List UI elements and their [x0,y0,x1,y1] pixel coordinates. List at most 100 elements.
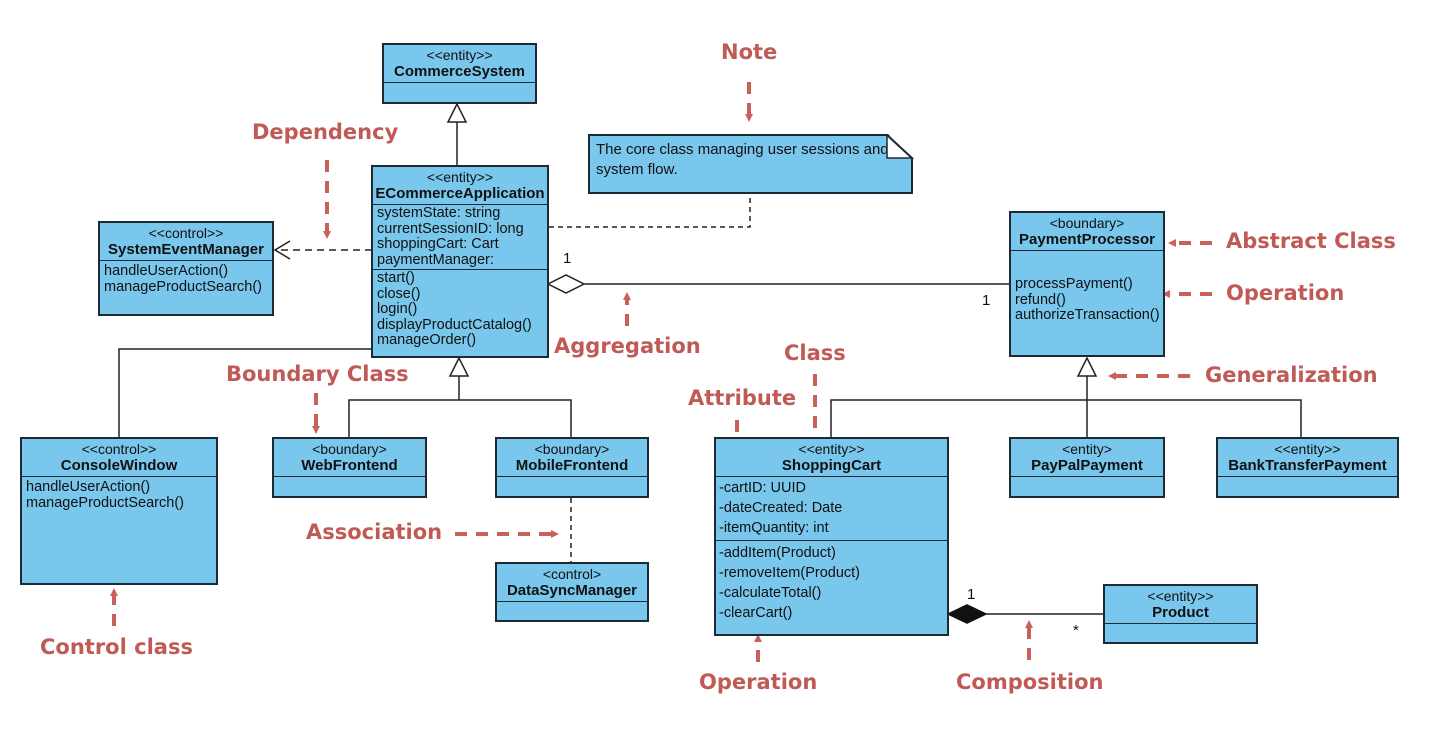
operation: handleUserAction() [26,479,151,495]
callout-boundary-class: Boundary Class [226,362,409,386]
class-stereotype: <control> [542,566,602,582]
multiplicity-aggregation-app: 1 [563,250,572,267]
operation: close() [377,285,421,302]
class-ecommerce-application[interactable]: <<entity>> ECommerceApplication systemSt… [371,165,549,358]
hollow-diamond-icon [546,274,586,294]
class-header: <<entity>> ECommerceApplication [373,167,547,205]
callout-arrows [110,82,1212,662]
note-box[interactable]: The core class managing user sessions an… [588,134,913,194]
operation: authorizeTransaction() [1015,307,1160,323]
class-body [1105,624,1256,636]
class-header: <boundary> PaymentProcessor [1011,213,1163,251]
callout-dependency: Dependency [252,120,399,144]
class-name: PaymentProcessor [1019,231,1155,248]
class-stereotype: <<entity>> [798,441,865,457]
attribute: -itemQuantity: int [719,520,829,536]
operation: -calculateTotal() [719,585,822,601]
note-anchor-line [549,193,751,228]
operation: handleUserAction() [104,263,229,279]
note-text: The core class managing user sessions an… [596,141,889,178]
operation: -addItem(Product) [719,545,836,561]
class-stereotype: <boundary> [312,441,387,457]
callout-note: Note [721,40,778,64]
multiplicity-aggregation-payment: 1 [982,292,991,309]
class-name: DataSyncManager [506,582,638,599]
composition-cart-to-product [946,604,1104,624]
class-stereotype: <<entity>> [426,169,494,185]
callout-operation: Operation [1226,281,1345,305]
callout-abstract-class: Abstract Class [1226,229,1396,253]
callout-generalization: Generalization [1205,363,1378,387]
operation: manageOrder() [377,332,477,348]
class-mobile-frontend[interactable]: <boundary> MobileFrontend [495,437,649,498]
operations-section: start() close() login() displayProductCa… [373,270,547,350]
class-header: <<entity>> CommerceSystem [384,45,535,83]
class-bank-transfer-payment[interactable]: <<entity>> BankTransferPayment [1216,437,1399,498]
operation: -removeItem(Product) [719,565,861,581]
callout-control-class: Control class [40,635,193,659]
operations-section: handleUserAction() manageProductSearch() [100,261,272,296]
generalization-payments-to-processor [830,356,1302,437]
class-body [384,83,535,95]
class-data-sync-manager[interactable]: <control> DataSyncManager [495,562,649,622]
class-header: <boundary> MobileFrontend [497,439,647,477]
operation: manageProductSearch() [26,494,184,511]
hollow-triangle-icon [448,356,470,377]
class-console-window[interactable]: <<control>> ConsoleWindow handleUserActi… [20,437,218,585]
operation: refund() [1015,291,1066,308]
operation: displayProductCatalog() [377,316,532,333]
generalization-frontends-to-app [118,348,572,437]
class-stereotype: <<entity>> [426,47,493,63]
generalization-app-to-system [446,102,468,165]
class-name: PayPalPayment [1031,457,1143,474]
class-header: <<entity>> Product [1105,586,1256,624]
open-arrow-icon [273,240,291,260]
dependency-app-to-event-manager [273,240,372,260]
class-header: <<entity>> BankTransferPayment [1218,439,1397,477]
operations-section: processPayment() refund() authorizeTrans… [1011,251,1163,325]
class-stereotype: <boundary> [534,441,610,457]
class-paypal-payment[interactable]: <entity> PayPalPayment [1009,437,1165,498]
class-body [1011,477,1163,489]
class-shopping-cart[interactable]: <<entity>> ShoppingCart -cartID: UUID -d… [714,437,949,636]
class-payment-processor[interactable]: <boundary> PaymentProcessor processPayme… [1009,211,1165,357]
class-stereotype: <<control>> [148,225,224,241]
class-header: <<control>> SystemEventManager [100,223,272,261]
class-name: BankTransferPayment [1228,457,1387,474]
callout-association: Association [306,520,443,544]
attribute: -cartID: UUID [719,480,806,496]
class-header: <control> DataSyncManager [497,564,647,602]
operation: start() [377,270,415,286]
class-body [1218,477,1397,489]
class-name: WebFrontend [301,457,398,474]
class-body [497,602,647,614]
attribute: shoppingCart: Cart [377,236,499,252]
attribute: systemState: string [377,205,501,221]
class-name: ConsoleWindow [60,457,178,474]
operations-section: -addItem(Product) -removeItem(Product) -… [716,541,947,625]
class-system-event-manager[interactable]: <<control>> SystemEventManager handleUse… [98,221,274,316]
hollow-triangle-icon [1076,356,1098,377]
class-name: CommerceSystem [394,63,525,80]
note-fold-icon [886,134,914,160]
multiplicity-composition-product: * [1073,622,1079,639]
class-product[interactable]: <<entity>> Product [1103,584,1258,644]
class-header: <<entity>> ShoppingCart [716,439,947,477]
operation: manageProductSearch() [104,278,262,295]
callout-attribute: Attribute [688,386,797,410]
callout-operation-bottom: Operation [699,670,818,694]
operations-section: handleUserAction() manageProductSearch() [22,477,216,512]
class-name: Product [1152,604,1209,621]
class-header: <entity> PayPalPayment [1011,439,1163,477]
class-header: <boundary> WebFrontend [274,439,425,477]
class-commerce-system[interactable]: <<entity>> CommerceSystem [382,43,537,104]
class-name: ECommerceApplication [375,185,545,202]
class-stereotype: <entity> [1062,441,1112,457]
attributes-section: systemState: string currentSessionID: lo… [373,205,547,270]
class-web-frontend[interactable]: <boundary> WebFrontend [272,437,427,498]
class-name: SystemEventManager [108,241,264,258]
callout-composition: Composition [956,670,1104,694]
callout-aggregation: Aggregation [554,334,701,358]
